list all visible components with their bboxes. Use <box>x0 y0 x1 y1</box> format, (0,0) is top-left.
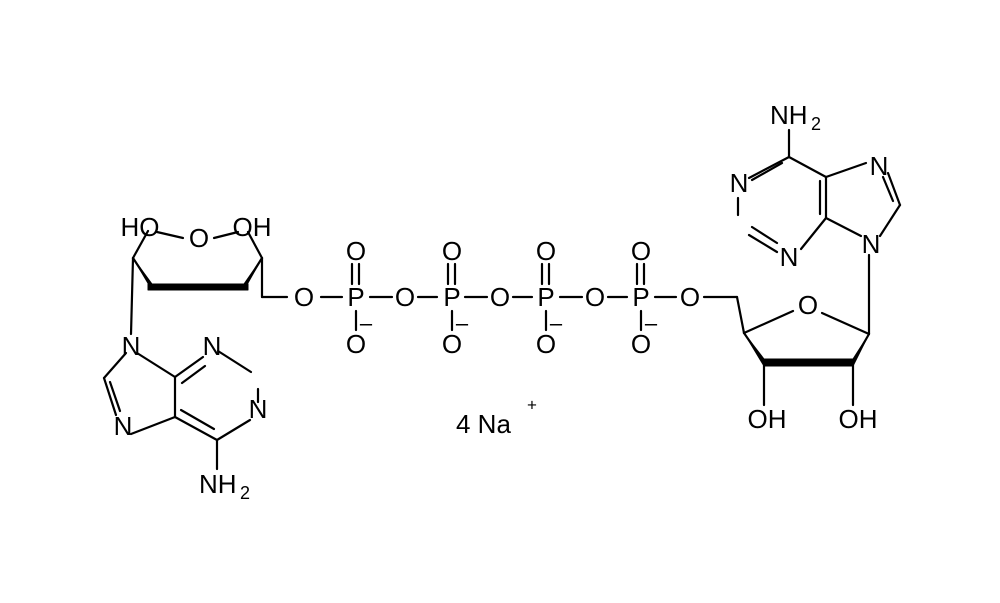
left-ribose-oh-label: OH <box>233 212 272 242</box>
phosphate-1-atom: P <box>347 282 364 312</box>
left-amine-subscript: 2 <box>240 483 250 503</box>
right-adenine-n3: N <box>780 242 799 272</box>
phosphate-3-anion-oxygen: O <box>536 329 556 359</box>
right-ribose-oh-3: OH <box>748 404 787 434</box>
right-ribose-ring-oxygen: O <box>798 290 818 320</box>
wedge-bonds <box>132 257 870 367</box>
phosphate-1-anion-oxygen: O <box>346 329 366 359</box>
phosphate-3-double-oxygen: O <box>536 236 556 266</box>
right-ribose-oh-2: OH <box>839 404 878 434</box>
right-ester-oxygen: O <box>680 282 700 312</box>
left-ester-oxygen: O <box>294 282 314 312</box>
left-adenine-n1: N <box>249 394 268 424</box>
phosphate-4-double-oxygen: O <box>631 236 651 266</box>
left-ribose-ho-label: HO <box>121 212 160 242</box>
phosphate-4-charge: – <box>645 311 658 336</box>
left-amine-label: NH <box>199 469 237 499</box>
left-adenine-n3: N <box>203 331 222 361</box>
phosphate-3-atom: P <box>537 282 554 312</box>
sodium-label: 4 Na <box>456 409 511 439</box>
phosphate-2-charge: – <box>456 311 469 336</box>
left-ribose-ring-oxygen: O <box>189 223 209 253</box>
phosphate-4-atom: P <box>632 282 649 312</box>
sodium-counterion: 4 Na + <box>456 396 537 440</box>
right-amine-label: NH <box>770 100 808 130</box>
phosphate-3-charge: – <box>550 311 563 336</box>
right-adenine-n9: N <box>862 229 881 259</box>
phosphate-2-atom: P <box>443 282 460 312</box>
phosphate-2-double-oxygen: O <box>442 236 462 266</box>
phosphate-2-anion-oxygen: O <box>442 329 462 359</box>
right-adenine-n7: N <box>870 151 889 181</box>
sodium-charge: + <box>527 396 537 415</box>
phosphate-4-anion-oxygen: O <box>631 329 651 359</box>
bridge-oxygen-2: O <box>490 282 510 312</box>
atom-labels: HO O OH O N N N N NH 2 O P O – O O P O –… <box>114 100 889 503</box>
phosphate-1-charge: – <box>360 311 373 336</box>
left-adenine-n9: N <box>122 331 141 361</box>
left-adenine-n7: N <box>114 411 133 441</box>
bridge-oxygen-1: O <box>395 282 415 312</box>
right-amine-subscript: 2 <box>811 114 821 134</box>
phosphate-1-double-oxygen: O <box>346 236 366 266</box>
bridge-oxygen-3: O <box>585 282 605 312</box>
right-adenine-n1: N <box>730 168 749 198</box>
